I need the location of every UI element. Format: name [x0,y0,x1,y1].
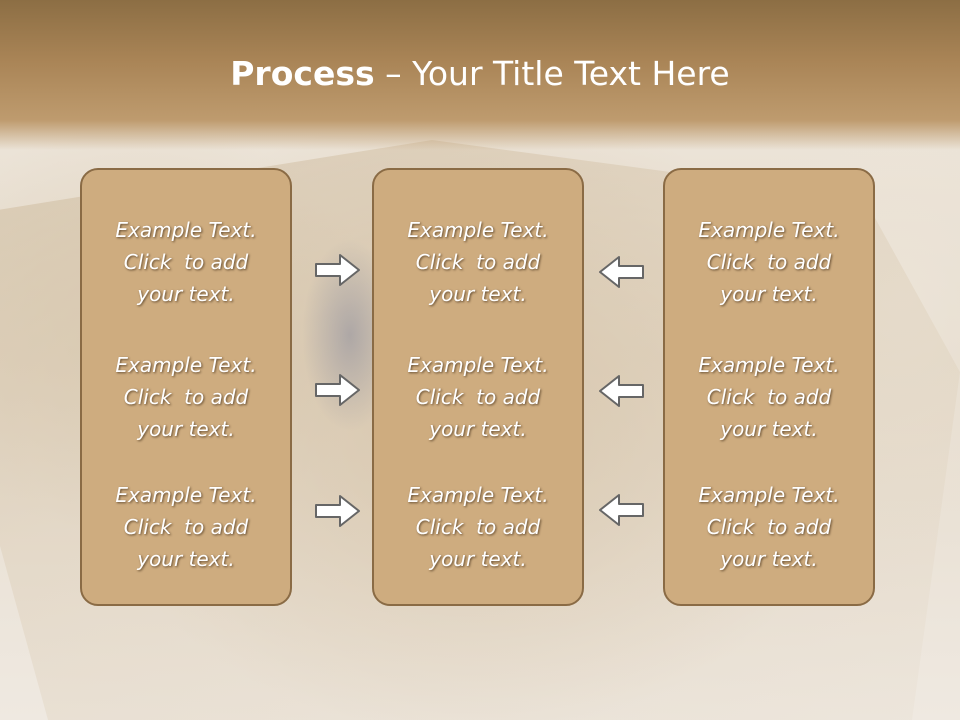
right-arrow-icon [315,495,360,527]
text-placeholder[interactable]: Example Text. Click to add your text. [82,479,290,575]
text-placeholder[interactable]: Example Text. Click to add your text. [374,479,582,575]
text-line: Example Text. [407,353,549,377]
text-placeholder[interactable]: Example Text. Click to add your text. [374,214,582,310]
title-rest: – Your Title Text Here [374,54,730,93]
text-line: Click to add [123,515,249,539]
text-line: Click to add [415,250,541,274]
text-line: Example Text. [698,353,840,377]
text-line: Click to add [123,385,249,409]
text-line: your text. [429,282,527,306]
text-line: Example Text. [115,218,257,242]
title-bold: Process [230,54,375,93]
slide-title[interactable]: Process – Your Title Text Here [0,52,960,96]
text-line: Click to add [706,385,832,409]
text-line: your text. [720,282,818,306]
text-line: your text. [720,417,818,441]
right-arrow-icon [315,374,360,406]
text-line: Click to add [415,385,541,409]
text-line: Example Text. [407,218,549,242]
process-box-left[interactable]: Example Text. Click to add your text. Ex… [80,168,292,606]
text-placeholder[interactable]: Example Text. Click to add your text. [665,349,873,445]
left-arrow-icon [599,375,644,407]
process-box-center[interactable]: Example Text. Click to add your text. Ex… [372,168,584,606]
text-line: your text. [137,282,235,306]
left-arrow-icon [599,494,644,526]
text-line: Click to add [415,515,541,539]
text-placeholder[interactable]: Example Text. Click to add your text. [374,349,582,445]
text-placeholder[interactable]: Example Text. Click to add your text. [82,214,290,310]
left-arrow-icon [599,256,644,288]
text-line: your text. [429,417,527,441]
text-line: Example Text. [115,353,257,377]
text-placeholder[interactable]: Example Text. Click to add your text. [665,214,873,310]
text-line: Example Text. [698,483,840,507]
process-box-right[interactable]: Example Text. Click to add your text. Ex… [663,168,875,606]
text-placeholder[interactable]: Example Text. Click to add your text. [82,349,290,445]
text-line: Example Text. [407,483,549,507]
text-line: your text. [137,417,235,441]
text-line: Click to add [706,250,832,274]
right-arrow-icon [315,254,360,286]
text-line: Example Text. [115,483,257,507]
header-band [0,0,960,150]
text-line: Click to add [706,515,832,539]
text-line: your text. [137,547,235,571]
text-line: Example Text. [698,218,840,242]
text-line: your text. [429,547,527,571]
text-line: your text. [720,547,818,571]
text-line: Click to add [123,250,249,274]
text-placeholder[interactable]: Example Text. Click to add your text. [665,479,873,575]
